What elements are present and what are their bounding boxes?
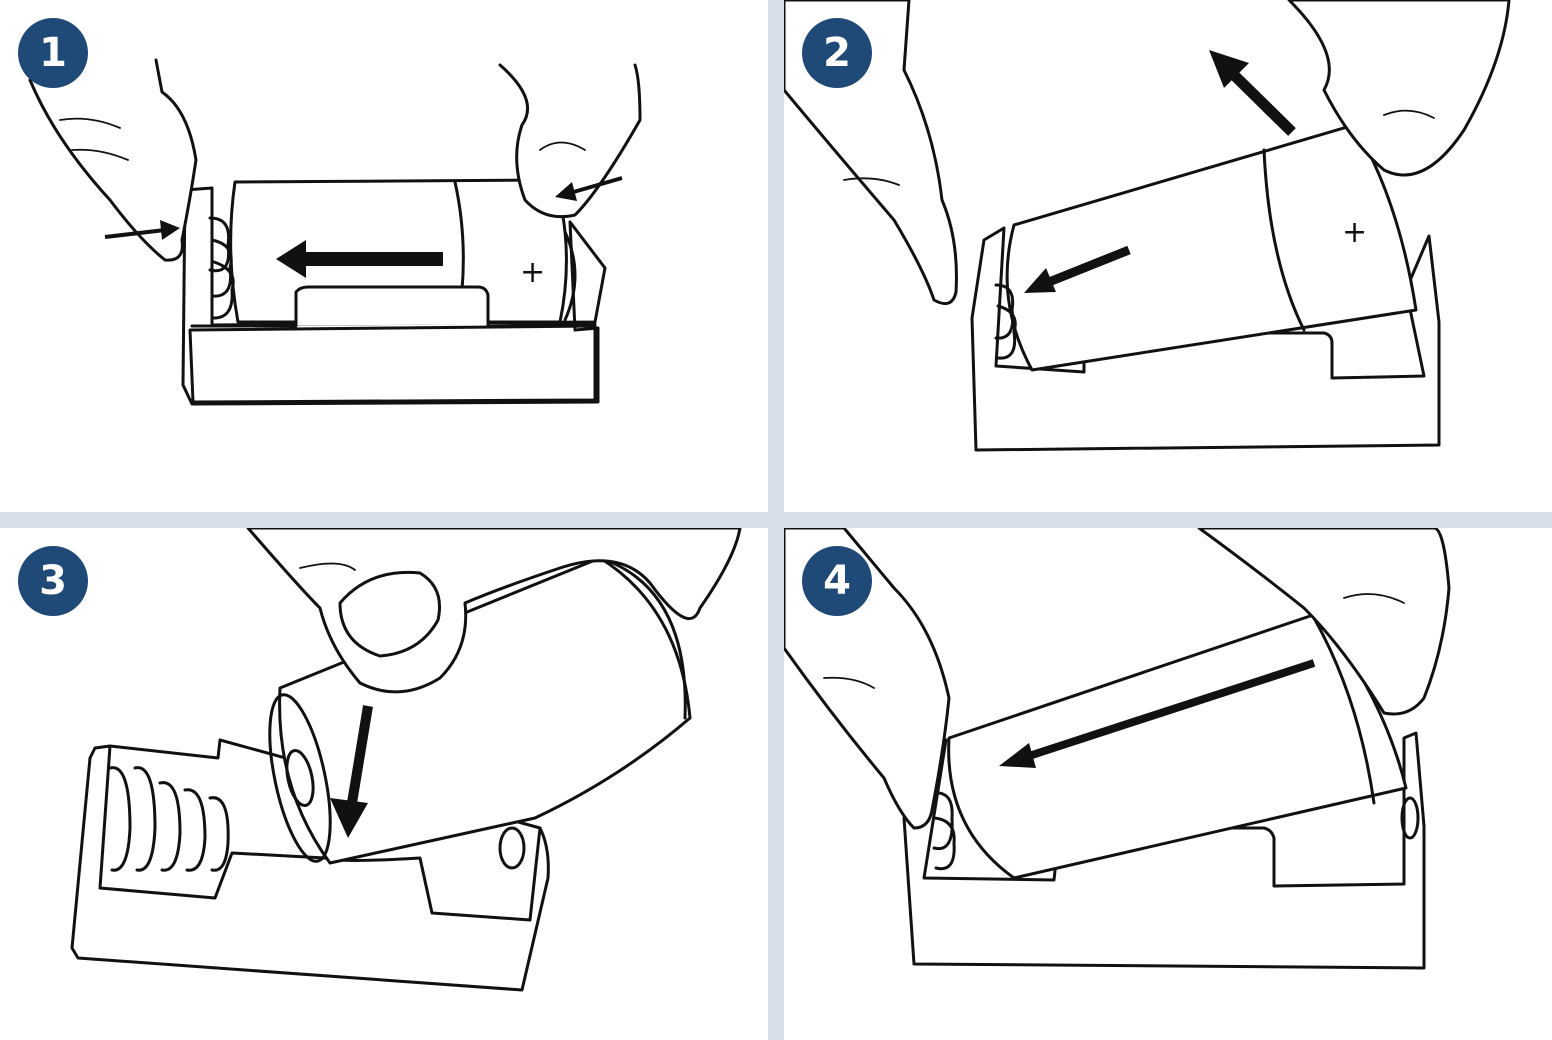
spring xyxy=(108,766,230,872)
drop-arrow xyxy=(330,705,373,838)
right-hand xyxy=(1197,528,1451,716)
step-3-badge: 3 xyxy=(18,546,88,616)
step-1-panel: + 1 xyxy=(0,0,768,512)
step-2-illustration: + xyxy=(784,0,1511,452)
battery xyxy=(947,611,1408,880)
step-3-panel: 3 xyxy=(0,528,768,1040)
spring xyxy=(208,216,235,320)
left-hand xyxy=(28,58,198,262)
step-4-illustration xyxy=(784,528,1451,970)
battery xyxy=(1005,123,1418,372)
step-4-badge: 4 xyxy=(802,546,872,616)
step-2-panel: + 2 xyxy=(784,0,1552,512)
battery xyxy=(278,556,692,865)
right-hand xyxy=(498,63,642,219)
step-3-illustration xyxy=(70,528,742,992)
step-2-badge: 2 xyxy=(802,18,872,88)
step-4-panel: 4 xyxy=(784,528,1552,1040)
plus-mark: + xyxy=(520,255,545,290)
contact-terminal xyxy=(498,826,526,870)
right-hand xyxy=(1287,0,1511,177)
spring xyxy=(930,791,956,871)
slide-arrow xyxy=(999,659,1316,768)
plus-mark: + xyxy=(1342,215,1367,250)
lift-arrow xyxy=(1209,50,1296,136)
push-arrow xyxy=(1024,245,1131,293)
push-arrow xyxy=(276,240,443,278)
contact-terminal xyxy=(1400,796,1420,840)
spring xyxy=(994,283,1017,360)
step-1-badge: 1 xyxy=(18,18,88,88)
step-1-illustration: + xyxy=(28,58,642,406)
battery-holder xyxy=(181,186,607,406)
